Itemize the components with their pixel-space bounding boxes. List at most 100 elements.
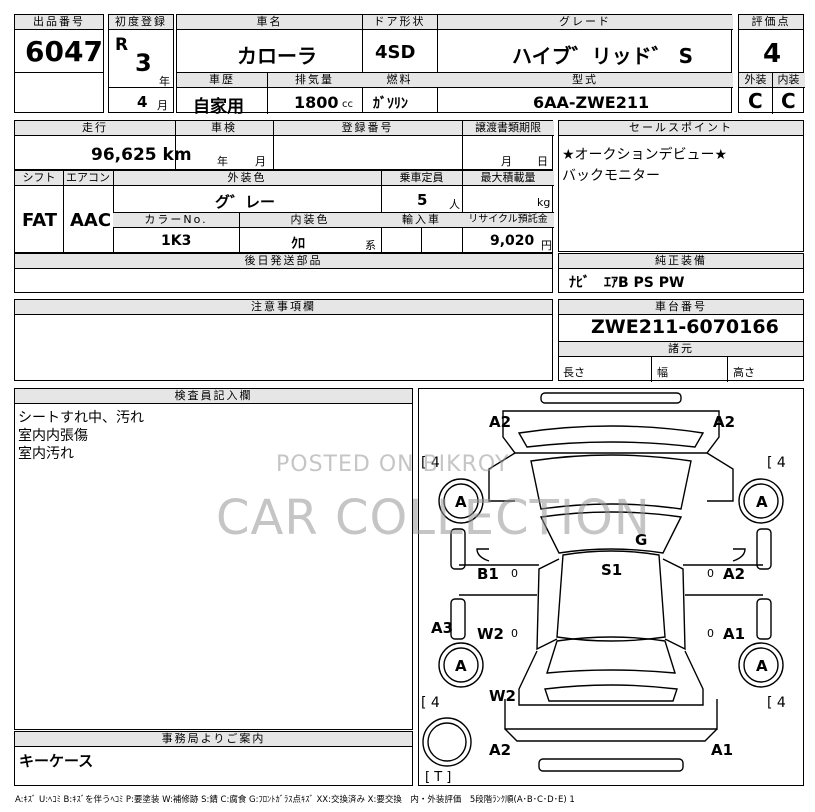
equipment-value: ﾅﾋﾞ ｴｱB PS PW: [569, 275, 685, 291]
mark-w2-left: W2: [477, 625, 504, 643]
interior-label: 内装: [772, 73, 805, 88]
exterior-label: 外装: [739, 73, 772, 88]
exterior-grade: C: [748, 89, 763, 113]
sales-point-line-1: ★オークションデビュー★: [562, 147, 728, 163]
displacement-value: 1800: [294, 93, 339, 112]
mark-g: G: [635, 531, 647, 549]
reg-year-value: 3: [135, 49, 152, 77]
interior-grade: C: [781, 89, 796, 113]
fuel-value: ｶﾞｿﾘﾝ: [373, 96, 408, 112]
reg-month-unit: 月: [157, 99, 168, 112]
mark-zero-left-2: 0: [511, 627, 518, 640]
notes-label: 注意事項欄: [15, 300, 552, 315]
color-no-value: 1K3: [161, 233, 192, 249]
rating-value: 4: [763, 39, 782, 69]
chassis-box: 車台番号 ZWE211-6070166 諸元 長さ 幅 高さ: [558, 299, 804, 382]
era-value: R: [115, 35, 129, 55]
mark-zero-left: 0: [511, 567, 518, 580]
mark-a-rear-right-wheel: A: [756, 657, 768, 675]
inspection-year-unit: 年: [217, 155, 228, 168]
door-value: 4SD: [375, 42, 416, 63]
mark-s1: S1: [601, 561, 622, 579]
ac-label: エアコン: [63, 171, 113, 186]
mark-zero-right-2: 0: [707, 627, 714, 640]
int-color-unit: 系: [365, 239, 376, 252]
int-color-value: ｸﾛ: [291, 236, 305, 252]
shift-value: FAT: [22, 210, 58, 231]
mileage-label: 走行: [15, 121, 175, 136]
fuel-label: 燃料: [362, 73, 437, 88]
spec-box: シフト エアコン 外装色 乗車定員 最大積載量 FAT AAC グ゛レー 5 人…: [14, 170, 554, 254]
rating-label: 評価点: [739, 15, 803, 30]
sales-point-label: セールスポイント: [559, 121, 803, 136]
car-diagram: A2 A2 [ 4 [ 4 A A G S1 B1 0 A2 0 A3 W2 0…: [421, 392, 786, 785]
mark-4-right: [ 4: [767, 455, 786, 471]
displacement-label: 排気量: [267, 73, 362, 88]
history-value: 自家用: [193, 97, 244, 117]
mark-a2-front-right: A2: [713, 413, 735, 431]
max-load-unit: kg: [537, 196, 551, 209]
spec-width-label: 幅: [657, 366, 668, 379]
mark-w2-bottom: W2: [489, 687, 516, 705]
later-parts-label: 後日発送部品: [15, 254, 552, 269]
first-registration-label: 初度登録: [109, 15, 173, 30]
mark-a2-rear-left: A2: [489, 741, 511, 759]
transfer-month-unit: 月: [501, 155, 512, 168]
transfer-label: 譲渡書類期限: [462, 121, 554, 136]
inspector-box: 検査員記入欄 シートすれ中、汚れ 室内内張傷 室内汚れ: [14, 388, 413, 730]
mark-a1-right: A1: [723, 625, 745, 643]
mark-a1-rear-right: A1: [711, 741, 733, 759]
mark-t: [ T ]: [425, 770, 451, 785]
mark-a3: A3: [431, 619, 453, 637]
spec-length-label: 長さ: [563, 366, 585, 379]
capacity-unit: 人: [449, 198, 460, 211]
displacement-unit: cc: [342, 99, 353, 110]
first-registration-box: 初度登録 R 3 年 4 月: [108, 14, 174, 113]
inspector-line-3: 室内汚れ: [18, 446, 74, 462]
grade-value: ハイブ゛リッド゛ S: [512, 44, 693, 68]
capacity-label: 乗車定員: [381, 171, 462, 186]
equipment-box: 純正装備 ﾅﾋﾞ ｴｱB PS PW: [558, 253, 804, 293]
later-parts-box: 後日発送部品: [14, 253, 553, 293]
import-label: 輸入車: [381, 213, 462, 228]
reg-month-value: 4: [137, 93, 148, 111]
mark-a-front-right-wheel: A: [756, 493, 768, 511]
door-label: ドア形状: [362, 15, 437, 30]
chassis-value: ZWE211-6070166: [591, 316, 779, 338]
inspector-line-1: シートすれ中、汚れ: [18, 410, 144, 426]
notes-box: 注意事項欄: [14, 299, 553, 381]
inspector-label: 検査員記入欄: [15, 389, 412, 404]
car-diagram-box: A2 A2 [ 4 [ 4 A A G S1 B1 0 A2 0 A3 W2 0…: [418, 388, 804, 786]
office-box: 事務局よりご案内 キーケース: [14, 731, 413, 786]
model-label: 型式: [437, 73, 733, 88]
inspection-label: 車検: [175, 121, 273, 136]
recycle-value: 9,020: [490, 233, 535, 249]
equipment-label: 純正装備: [559, 254, 803, 269]
mark-4-left: [ 4: [421, 455, 440, 471]
grade-label: グレード: [437, 15, 733, 30]
office-label: 事務局よりご案内: [15, 732, 412, 747]
lot-number-value: 6047: [25, 35, 103, 68]
reg-year-unit: 年: [159, 75, 170, 88]
mark-4-bottom-right: [ 4: [767, 695, 786, 711]
spec-height-label: 高さ: [733, 366, 755, 379]
reg-no-label: 登録番号: [273, 121, 462, 136]
ext-color-value: グ゛レー: [215, 193, 276, 211]
max-load-label: 最大積載量: [462, 171, 554, 186]
transfer-day-unit: 日: [537, 155, 548, 168]
office-value: キーケース: [19, 752, 94, 770]
ext-color-label: 外装色: [113, 171, 381, 186]
inspection-month-unit: 月: [255, 155, 266, 168]
mark-4-bottom-left: [ 4: [421, 695, 440, 711]
mark-a2-front-left: A2: [489, 413, 511, 431]
int-color-label: 内装色: [239, 213, 381, 228]
history-label: 車歴: [177, 73, 267, 88]
specs-label: 諸元: [559, 342, 803, 357]
mark-a-rear-left-wheel: A: [455, 657, 467, 675]
rating-box: 評価点 4 外装 内装 C C: [738, 14, 805, 114]
sales-point-box: セールスポイント ★オークションデビュー★ バックモニター: [558, 120, 804, 252]
mark-a-front-left-wheel: A: [455, 493, 467, 511]
chassis-label: 車台番号: [559, 300, 803, 315]
shift-label: シフト: [15, 171, 63, 186]
sales-point-line-2: バックモニター: [562, 168, 660, 184]
